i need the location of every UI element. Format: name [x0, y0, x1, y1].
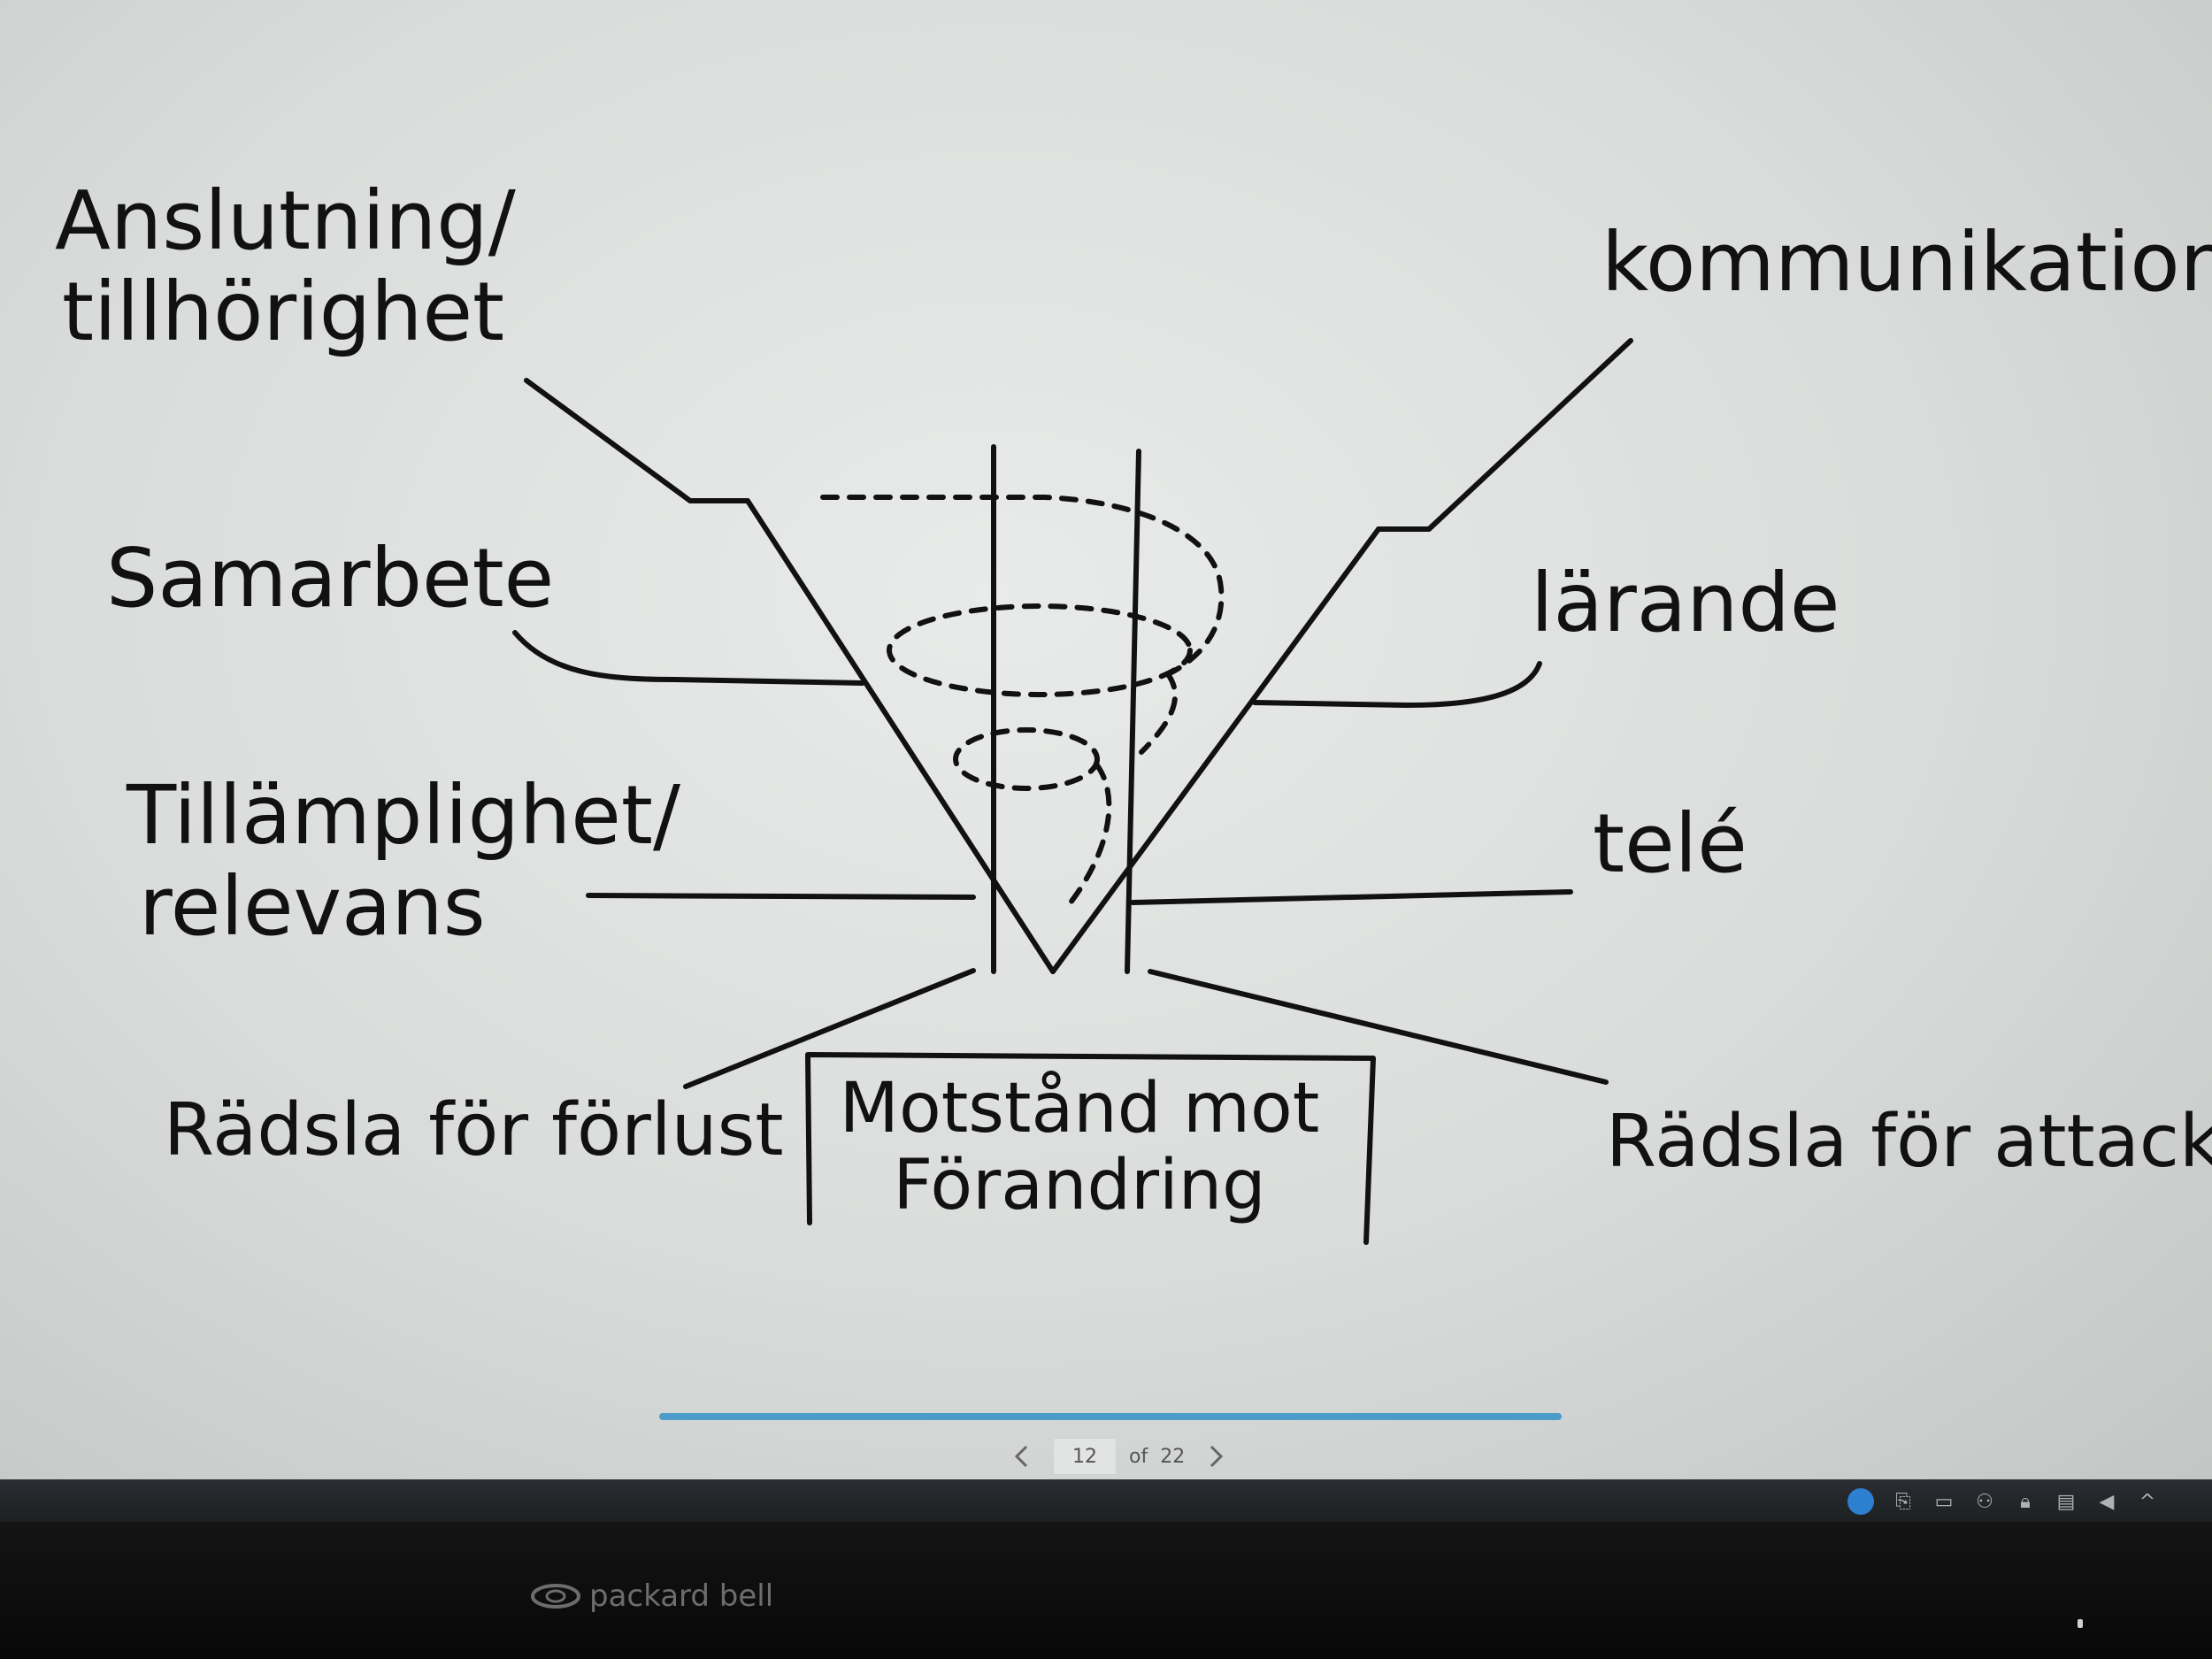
- funnel-left-side: [745, 498, 1056, 974]
- label-tele: telé: [1593, 796, 1747, 891]
- monitor-brand: packard bell: [529, 1578, 773, 1614]
- funnel-right-side: [1050, 526, 1381, 974]
- radsla-attack-connector: [1148, 969, 1609, 1085]
- kommunikation-connector: [1376, 338, 1633, 532]
- label-tillamplighet-line1: Tillämplighet/: [127, 768, 680, 863]
- label-radsla-attack: Rädsla för attack: [1606, 1100, 2212, 1184]
- power-led: [2078, 1619, 2083, 1628]
- spiral-ring-top: [820, 495, 1225, 677]
- reading-progress-bar: [659, 1413, 1562, 1420]
- center-box-frame: [805, 1052, 1376, 1245]
- lock-icon[interactable]: 🔒︎: [2020, 1490, 2031, 1513]
- label-tillamplighet-line2: relevans: [139, 859, 486, 955]
- system-tray: ⎘ ▭ ⚇ 🔒︎ ▤ ◀︎ ^: [1847, 1486, 2159, 1517]
- resistance-diagram: [0, 0, 2212, 1479]
- spiral-tail: [1068, 763, 1112, 905]
- tele-connector: [1130, 889, 1573, 905]
- tillamplighet-connector: [586, 893, 976, 900]
- label-samarbete: Samarbete: [106, 531, 555, 626]
- label-radsla-forlust: Rädsla för förlust: [164, 1088, 784, 1172]
- chevron-left-icon: [1014, 1445, 1028, 1468]
- prev-page-button[interactable]: [991, 1433, 1053, 1479]
- display-icon[interactable]: ▭: [1934, 1490, 1954, 1513]
- post-right: [1125, 449, 1141, 974]
- label-tillamplighet: Tillämplighet/ relevans: [127, 770, 680, 952]
- volume-icon[interactable]: ◀︎: [2099, 1490, 2115, 1513]
- center-box-line2: Förandring: [893, 1146, 1266, 1226]
- spiral-ring-middle-tail: [1139, 672, 1179, 755]
- spiral-ring-middle: [887, 603, 1193, 697]
- current-page-field[interactable]: 12: [1053, 1438, 1117, 1475]
- of-label: of: [1129, 1445, 1148, 1468]
- center-box-label: Motstånd mot Förandring: [823, 1069, 1336, 1226]
- label-kommunikation: kommunikation: [1601, 215, 2212, 310]
- label-larande: lärande: [1531, 556, 1840, 650]
- brand-name: packard bell: [589, 1578, 774, 1614]
- label-anslutning-line1: Anslutning/: [55, 173, 516, 268]
- people-icon[interactable]: ⚇: [1976, 1490, 1993, 1513]
- spiral-ring-bottom: [953, 727, 1100, 791]
- taskbar: [0, 1479, 2212, 1522]
- samarbete-connector: [512, 630, 865, 686]
- chevron-up-icon[interactable]: ^: [2139, 1490, 2156, 1513]
- next-page-button[interactable]: [1185, 1433, 1247, 1479]
- total-pages: 22: [1160, 1445, 1186, 1468]
- radsla-forlust-connector: [683, 968, 976, 1089]
- center-box-line1: Motstånd mot: [839, 1069, 1320, 1148]
- monitor-bezel: [0, 1522, 2212, 1659]
- usb-icon[interactable]: ⎘: [1895, 1490, 1911, 1513]
- larande-connector: [1252, 661, 1542, 708]
- screen: Anslutning/ tillhörighet Samarbete Tillä…: [0, 0, 2212, 1479]
- label-anslutning-line2: tillhörighet: [62, 265, 505, 360]
- packard-bell-logo: [531, 1584, 580, 1609]
- anslutning-connector: [524, 378, 750, 503]
- label-anslutning: Anslutning/ tillhörighet: [55, 175, 516, 357]
- chevron-right-icon: [1210, 1445, 1224, 1468]
- battery-icon[interactable]: ▤: [2056, 1490, 2076, 1513]
- network-globe-icon[interactable]: [1847, 1488, 1874, 1515]
- page-navigator: 12 of 22: [991, 1433, 1247, 1479]
